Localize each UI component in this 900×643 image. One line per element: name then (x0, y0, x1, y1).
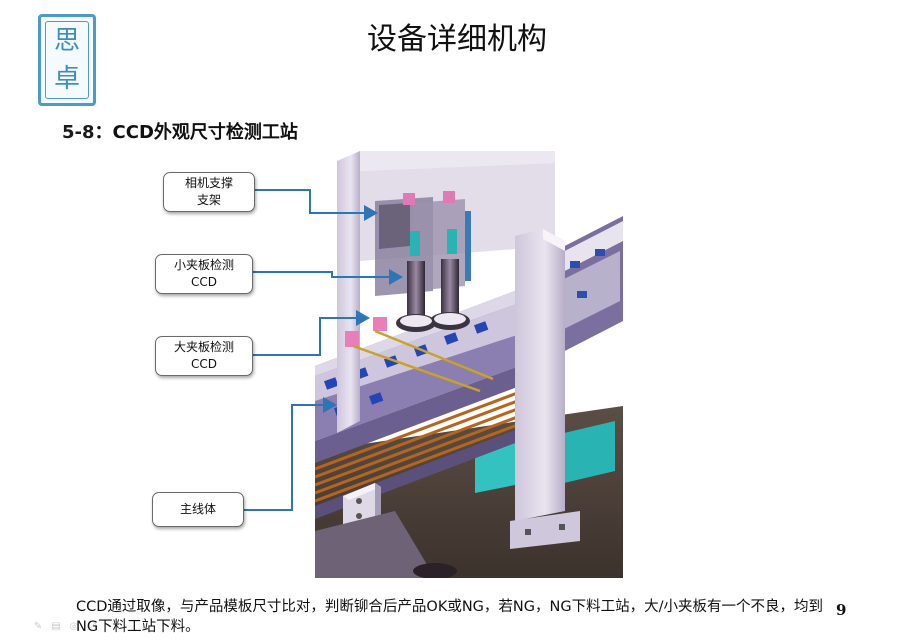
logo: 思 卓 (38, 14, 96, 106)
callout-main-line-label: 主线体 (179, 502, 216, 516)
pen-icon[interactable]: ✎ (33, 621, 43, 632)
callout-large-clamp-ccd: 大夹板检测 CCD (155, 336, 253, 376)
callout-small-clamp-line2: CCD (191, 275, 217, 289)
caption-text: CCD通过取像，与产品模板尺寸比对，判断铆合后产品OK或NG，若NG，NG下料工… (76, 599, 823, 635)
logo-seal: 思 卓 (45, 21, 89, 99)
logo-char-bottom: 卓 (53, 64, 80, 94)
callout-main-line: 主线体 (152, 492, 244, 527)
callout-large-clamp-line2: CCD (191, 357, 217, 371)
ccd-station-illustration (315, 151, 623, 578)
logo-char-top: 思 (53, 26, 80, 56)
zoom-icon[interactable]: ⤢ (88, 621, 96, 632)
callout-small-clamp-ccd: 小夹板检测 CCD (155, 254, 253, 294)
callout-camera-support: 相机支撑 支架 (163, 172, 255, 212)
slideshow-toolbar: ✎ ▤ ◎ ⤢ (32, 621, 98, 633)
section-title: 5-8：CCD外观尺寸检测工站 (62, 118, 298, 144)
page-number: 9 (836, 601, 847, 619)
slide-title: 设备详细机构 (367, 22, 547, 57)
slides-icon[interactable]: ▤ (51, 621, 61, 632)
search-icon[interactable]: ◎ (69, 621, 79, 632)
section-name: CCD外观尺寸检测工站 (112, 122, 298, 143)
callout-camera-support-line1: 相机支撑 (184, 176, 233, 190)
callout-small-clamp-line1: 小夹板检测 (173, 258, 234, 272)
callout-camera-support-line2: 支架 (196, 193, 221, 207)
section-separator: ： (94, 122, 113, 143)
callout-large-clamp-line1: 大夹板检测 (173, 340, 234, 354)
section-number: 5-8 (62, 122, 95, 143)
